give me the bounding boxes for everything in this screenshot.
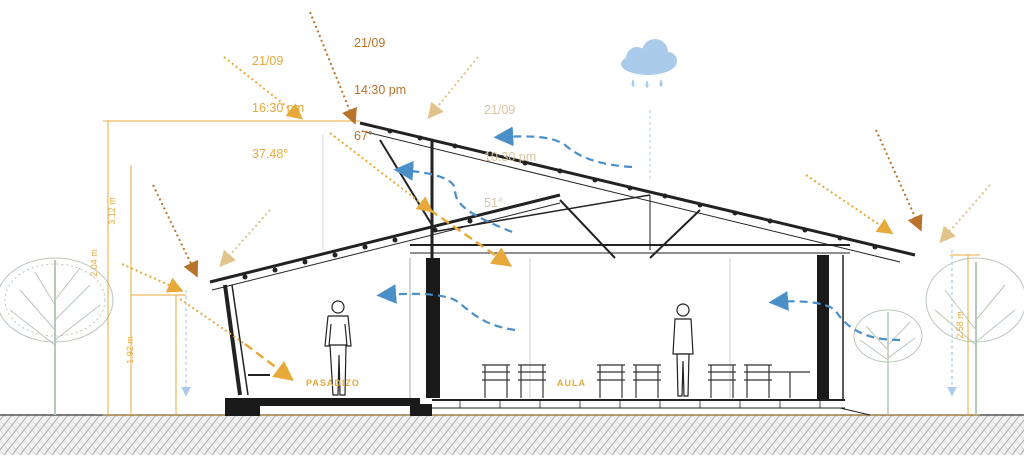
dimension-right-height: 2.58 m <box>954 311 965 339</box>
sun-rays-afternoon <box>121 56 894 345</box>
sun-label-afternoon: 21/09 16:30 pm 37.48° <box>252 23 304 178</box>
sun-morning-angle: 51° <box>484 196 503 210</box>
space-label-corridor: PASADIZO <box>306 378 360 388</box>
sun-label-midday: 21/09 14:30 pm 67° <box>354 5 406 160</box>
space-label-classroom: AULA <box>557 378 586 388</box>
sun-rays-midday <box>152 11 923 278</box>
rain-lines <box>181 250 957 397</box>
sun-midday-angle: 67° <box>354 129 373 143</box>
classroom-furniture <box>482 364 810 398</box>
dimension-lines <box>103 120 980 416</box>
sun-morning-date: 21/09 <box>484 103 516 117</box>
rain-cloud-icon <box>621 39 677 88</box>
building-structure <box>209 110 916 416</box>
person-corridor <box>324 300 352 396</box>
dimension-corridor-height: 1.92 m <box>124 336 135 364</box>
tree-right <box>853 257 1024 415</box>
wind-flows <box>376 126 901 342</box>
sun-morning-time: 10:30 pm <box>484 149 537 164</box>
sun-afternoon-time: 16:30 pm <box>252 100 305 115</box>
sun-rays-afternoon-dashed <box>244 208 513 382</box>
sun-afternoon-date: 21/09 <box>252 54 284 68</box>
sun-midday-time: 14:30 pm <box>354 82 407 97</box>
sun-label-morning: 21/09 10:30 pm 51° <box>484 72 536 227</box>
dimension-total-height: 3.12 m <box>106 197 117 225</box>
sun-midday-date: 21/09 <box>354 36 386 50</box>
sun-afternoon-angle: 37.48° <box>252 147 289 161</box>
person-classroom <box>672 303 694 397</box>
dimension-eave-height-left: 2.04 m <box>88 249 99 277</box>
ground <box>0 414 1024 455</box>
tree-left <box>0 257 114 415</box>
sun-rays-morning <box>219 56 991 267</box>
